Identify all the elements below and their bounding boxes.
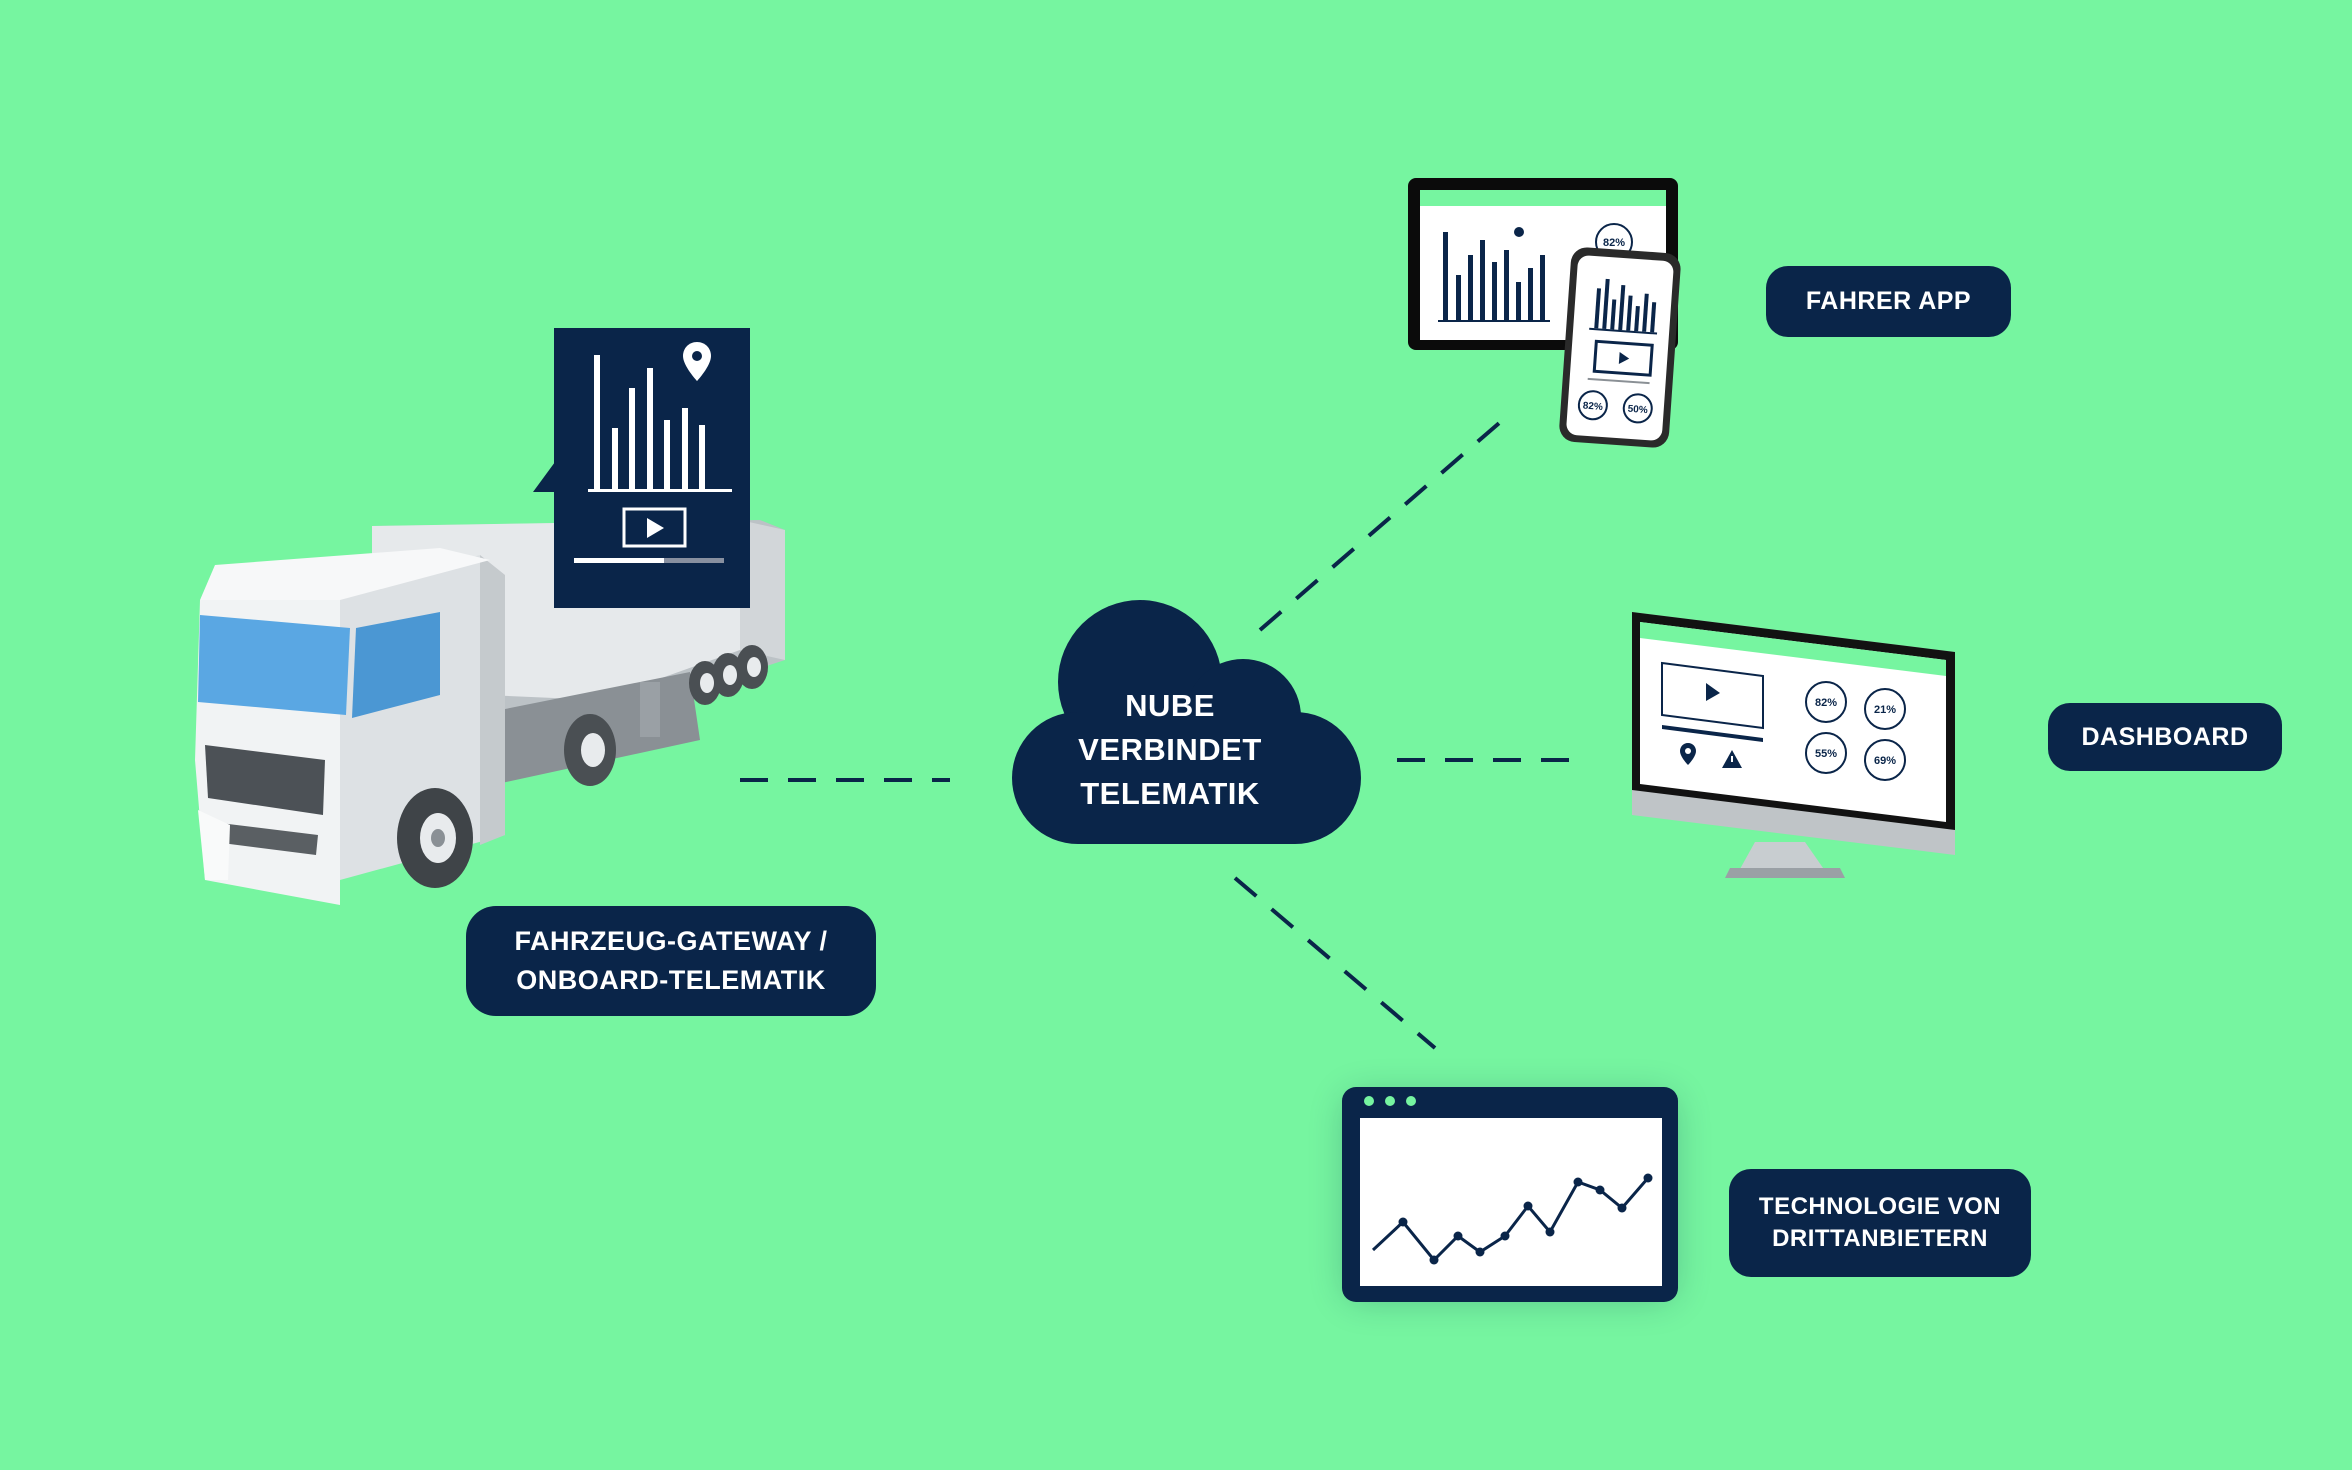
phone-gauge-left-text: 82% [1582,401,1603,413]
monitor-gauge-1: 82% [1815,697,1837,709]
monitor-gauge-3: 55% [1815,748,1837,760]
vehicle-gateway-label-line-2: ONBOARD-TELEMATIK [516,965,826,995]
vehicle-gateway-label-line-1: FAHRZEUG-GATEWAY / [514,926,828,956]
location-pin-icon [683,342,711,381]
third-party-label-line-1: TECHNOLOGIE VON [1758,1193,2002,1220]
browser-window-icon [1342,1087,1678,1302]
tablet-gauge-text: 82% [1603,237,1625,249]
cloud-label-line-1: NUBE [1125,688,1215,723]
driver-app-label: FAHRER APP [1766,266,2011,337]
connector-app [1258,416,1507,632]
vehicle-gateway-label: FAHRZEUG-GATEWAY / ONBOARD-TELEMATIK [466,906,876,1016]
monitor-icon: 82% 21% 55% 69% [1632,612,1955,878]
connector-lines [740,416,1585,1050]
phone-icon: 82% 50% [1559,247,1681,448]
play-icon [622,507,687,548]
truck-data-panel [533,328,750,608]
phone-gauge-right-text: 50% [1627,404,1648,416]
cloud-label-line-2: VERBINDET [1078,732,1262,767]
driver-app-label-text: FAHRER APP [1805,287,1972,315]
cloud-label-line-3: TELEMATIK [1080,776,1260,811]
monitor-gauge-2: 21% [1874,704,1896,716]
connector-third-party [1233,876,1437,1050]
monitor-location-pin-icon [1680,743,1696,765]
monitor-gauge-4: 69% [1874,755,1896,767]
cloud-label: NUBE VERBINDET TELEMATIK [1010,684,1330,816]
dashboard-label-text: DASHBOARD [2081,722,2249,751]
dashboard-label: DASHBOARD [2048,703,2282,771]
bar-chart-icon [588,355,732,492]
cloud-icon [1012,600,1361,844]
third-party-label-line-2: DRITTANBIETERN [1772,1225,1988,1252]
third-party-technology-label: TECHNOLOGIE VON DRITTANBIETERN [1729,1169,2031,1277]
warning-icon [1722,750,1742,768]
line-chart-icon [1371,1173,1653,1265]
